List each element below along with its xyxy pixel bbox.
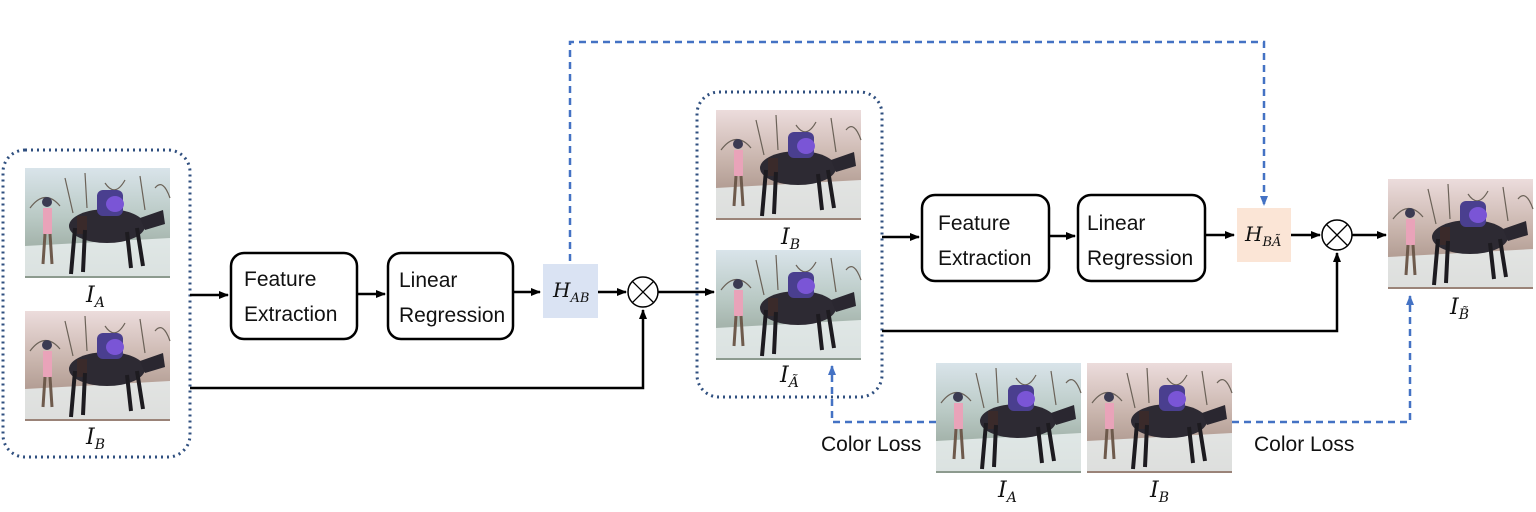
linear-regression-box-1 [386,251,515,341]
feature-extraction-label-1b: Extraction [244,303,337,326]
homography-ab-label: HAB [552,278,589,306]
image-b-reference-thumbnail [1085,363,1234,473]
feature-extraction-box-1 [229,251,359,341]
warp-operator-1 [627,276,659,308]
homography-b-atilde-label: HBÃ [1244,222,1281,250]
color-loss-label-left: Color Loss [821,433,921,456]
homography-ab-box [543,264,598,318]
image-a-tilde-thumbnail [714,250,863,360]
image-b-thumbnail [23,311,172,421]
label-i-b-middle: IB [780,225,800,253]
feature-extraction-label-2a: Feature [938,212,1010,235]
feature-extraction-label-2b: Extraction [938,247,1031,270]
image-b-middle-thumbnail [714,110,863,220]
image-a-thumbnail [23,168,172,278]
color-loss-label-right: Color Loss [1254,433,1354,456]
label-i-a-left: IA [85,283,105,311]
homography-b-atilde-box [1237,208,1291,262]
linear-regression-label-1b: Regression [399,304,505,327]
image-a-reference-thumbnail [934,363,1083,473]
label-i-a-tilde: IÃ [779,363,799,391]
linear-regression-label-2b: Regression [1087,247,1193,270]
linear-regression-label-1a: Linear [399,269,457,292]
color-loss-connector-right [1232,295,1414,424]
feature-extraction-label-1a: Feature [244,268,316,291]
warp-operator-2 [1321,219,1353,251]
warped-group-frame [695,90,884,399]
image-b-tilde-thumbnail [1386,179,1535,289]
label-i-a-bottom: IA [997,478,1017,506]
label-i-b-tilde: IB̃ [1449,295,1469,323]
color-loss-connector-left [828,365,936,424]
input-group-frame [1,148,192,459]
skip-connection-dashed [568,40,1268,261]
label-i-b-bottom: IB [1149,478,1169,506]
linear-regression-box-2 [1076,193,1207,283]
feature-extraction-box-2 [920,193,1051,283]
linear-regression-label-2a: Linear [1087,212,1145,235]
label-i-b-left: IB [85,425,105,453]
